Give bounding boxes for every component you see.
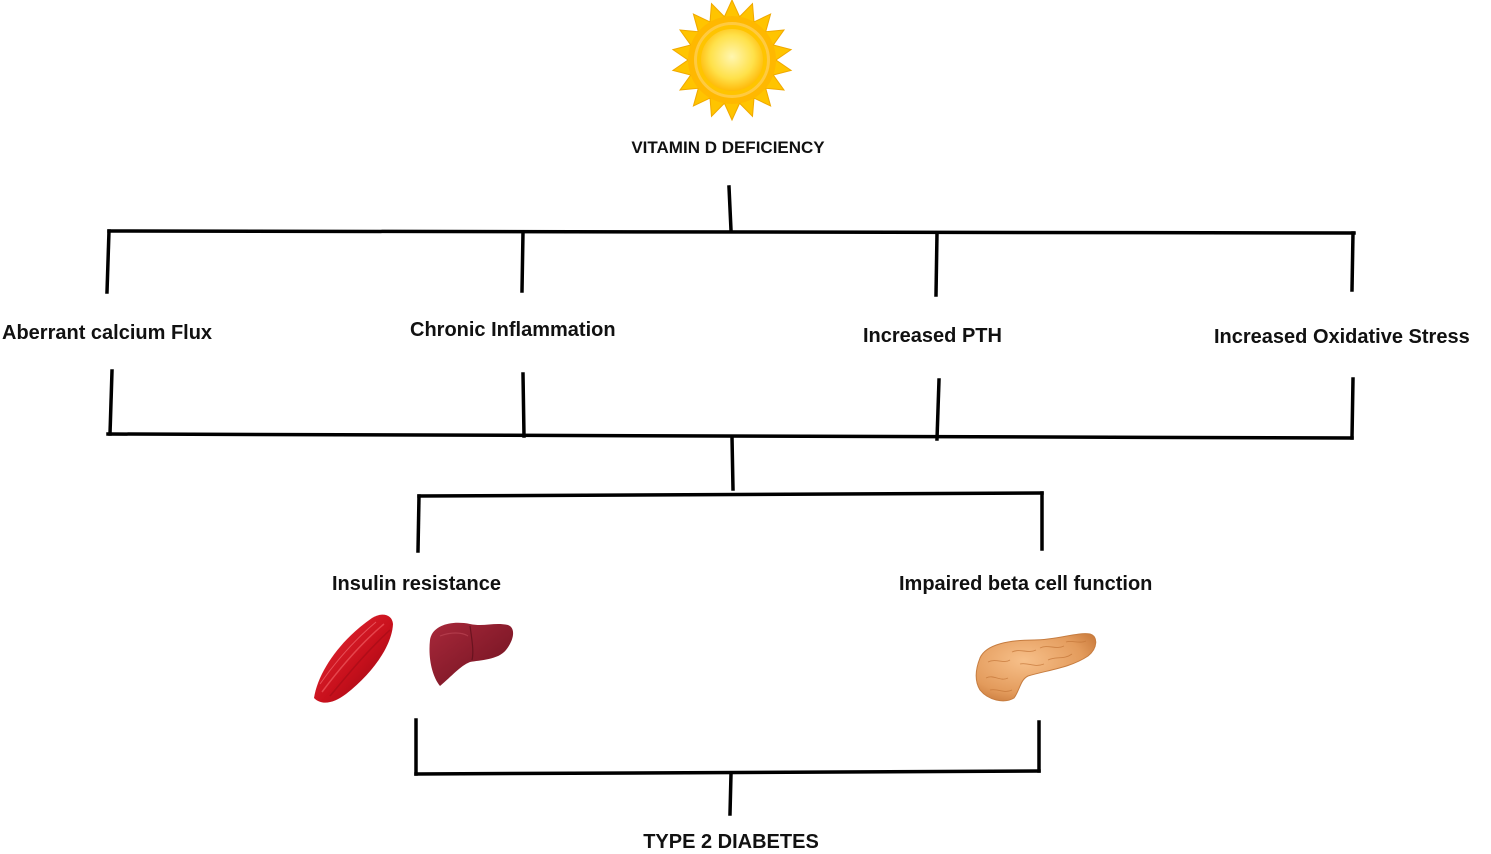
chronic-inflammation-label: Chronic Inflammation: [410, 319, 616, 341]
top-drop-2: [520, 230, 525, 293]
mid-bracket-bar: [106, 432, 1354, 440]
lower-drop-left: [416, 494, 421, 553]
stem-mid: [730, 435, 735, 491]
vitamin-d-deficiency-label: VITAMIN D DEFICIENCY: [631, 138, 825, 157]
increased-pth-label: Increased PTH: [863, 325, 1002, 347]
liver-icon: [429, 622, 514, 686]
type-2-diabetes-label: TYPE 2 DIABETES: [643, 831, 819, 853]
connector-lines: [105, 185, 1356, 816]
pancreas-icon: [975, 633, 1097, 702]
mid-rise-3: [935, 378, 941, 441]
lower-bracket-bar: [417, 491, 1044, 498]
mid-rise-4: [1350, 377, 1355, 440]
top-bracket-bar: [107, 229, 1356, 235]
stem-top: [727, 185, 733, 232]
impaired-beta-cell-function-label: Impaired beta cell function: [899, 573, 1153, 595]
mid-rise-2: [521, 372, 526, 438]
increased-oxidative-stress-label: Increased Oxidative Stress: [1214, 326, 1470, 348]
aberrant-calcium-flux-label: Aberrant calcium Flux: [2, 322, 213, 344]
stem-bottom: [728, 772, 733, 816]
muscle-icon: [314, 614, 393, 703]
top-drop-4: [1350, 231, 1355, 292]
bottom-bracket-bar: [414, 769, 1041, 776]
top-drop-3: [934, 231, 939, 297]
mid-rise-1: [108, 369, 114, 436]
sun-icon: [671, 0, 793, 122]
insulin-resistance-label: Insulin resistance: [332, 573, 501, 595]
top-drop-1: [105, 229, 111, 294]
